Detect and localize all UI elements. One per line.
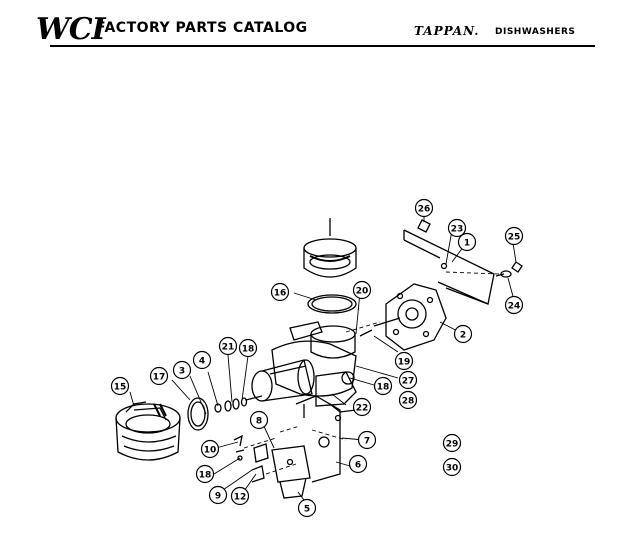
- callout-25: 25: [504, 226, 524, 246]
- callout-label: 29: [446, 440, 459, 450]
- screw-part: [417, 219, 431, 233]
- callout-6: 6: [348, 454, 368, 474]
- callout-label: 25: [508, 233, 521, 243]
- callout-17: 17: [149, 366, 169, 386]
- catalog-title: FACTORY PARTS CATALOG: [96, 20, 308, 36]
- callout-label: 18: [199, 471, 212, 481]
- callout-label: 2: [460, 331, 466, 341]
- callout-label: 8: [256, 417, 262, 427]
- switch-assembly-part: [233, 434, 311, 499]
- callout-28: 28: [398, 390, 418, 410]
- spray-cup-part: [303, 218, 357, 278]
- callout-26: 26: [414, 198, 434, 218]
- callout-label: 20: [356, 287, 369, 297]
- callout-1: 1: [457, 232, 477, 252]
- callout-label: 30: [446, 464, 459, 474]
- gasket-part: [187, 397, 209, 431]
- fastener-part: [495, 261, 523, 278]
- callout-label: 9: [215, 492, 221, 502]
- motor-part: [251, 359, 315, 402]
- callout-9: 9: [208, 485, 228, 505]
- callout-5: 5: [297, 498, 317, 518]
- callout-16: 16: [270, 282, 290, 302]
- callout-label: 16: [274, 289, 287, 299]
- callout-label: 28: [402, 397, 415, 407]
- callout-label: 18: [377, 383, 390, 393]
- callout-15: 15: [110, 376, 130, 396]
- callout-29: 29: [442, 433, 462, 453]
- callout-24: 24: [504, 295, 524, 315]
- header-rule: [50, 45, 595, 47]
- brand-logo: TAPPAN.: [414, 24, 480, 38]
- callout-23: 23: [447, 218, 467, 238]
- callout-label: 17: [153, 373, 166, 383]
- callout-30: 30: [442, 457, 462, 477]
- impeller-housing-part: [115, 401, 181, 461]
- seal-washer-parts: [214, 395, 263, 413]
- callout-18c: 18: [195, 464, 215, 484]
- callout-21: 21: [218, 336, 238, 356]
- callout-label: 19: [398, 358, 411, 368]
- callout-label: 5: [304, 505, 310, 515]
- callout-18a: 18: [238, 338, 258, 358]
- callout-19: 19: [394, 351, 414, 371]
- callout-2: 2: [453, 324, 473, 344]
- callout-3: 3: [172, 360, 192, 380]
- valve-bracket-part: [295, 395, 342, 483]
- pump-housing-part: [271, 321, 357, 413]
- mounting-bracket-part: [403, 229, 495, 305]
- callout-27: 27: [398, 370, 418, 390]
- callout-label: 7: [364, 437, 370, 447]
- callout-label: 26: [418, 205, 431, 215]
- callout-label: 22: [356, 404, 369, 414]
- callout-label: 18: [242, 345, 255, 355]
- wci-logo: WCI: [36, 12, 106, 47]
- callout-label: 6: [355, 461, 361, 471]
- callout-label: 12: [234, 493, 247, 503]
- callout-18b: 18: [373, 376, 393, 396]
- callout-12: 12: [230, 486, 250, 506]
- callout-10: 10: [200, 439, 220, 459]
- clamp-ring-part: [307, 294, 357, 314]
- callout-7: 7: [357, 430, 377, 450]
- product-line: DISHWASHERS: [495, 27, 576, 37]
- callout-label: 15: [114, 383, 127, 393]
- callout-label: 27: [402, 377, 415, 387]
- callout-22: 22: [352, 397, 372, 417]
- callout-label: 3: [179, 367, 185, 377]
- callout-label: 21: [222, 343, 235, 353]
- callout-label: 24: [508, 302, 521, 312]
- diagram-drawing: [115, 218, 523, 499]
- motor-end-bell-part: [359, 283, 447, 351]
- callout-group: 1 2 3 4 5 6 7 8 9 10 12 15 16 17 18 18 1…: [110, 198, 524, 518]
- callout-label: 1: [464, 239, 470, 249]
- assembly-lines: [243, 271, 501, 475]
- callout-label: 23: [451, 225, 464, 235]
- callout-20: 20: [352, 280, 372, 300]
- callout-label: 4: [199, 357, 205, 367]
- callout-4: 4: [192, 350, 212, 370]
- callout-label: 10: [204, 446, 217, 456]
- callout-8: 8: [249, 410, 269, 430]
